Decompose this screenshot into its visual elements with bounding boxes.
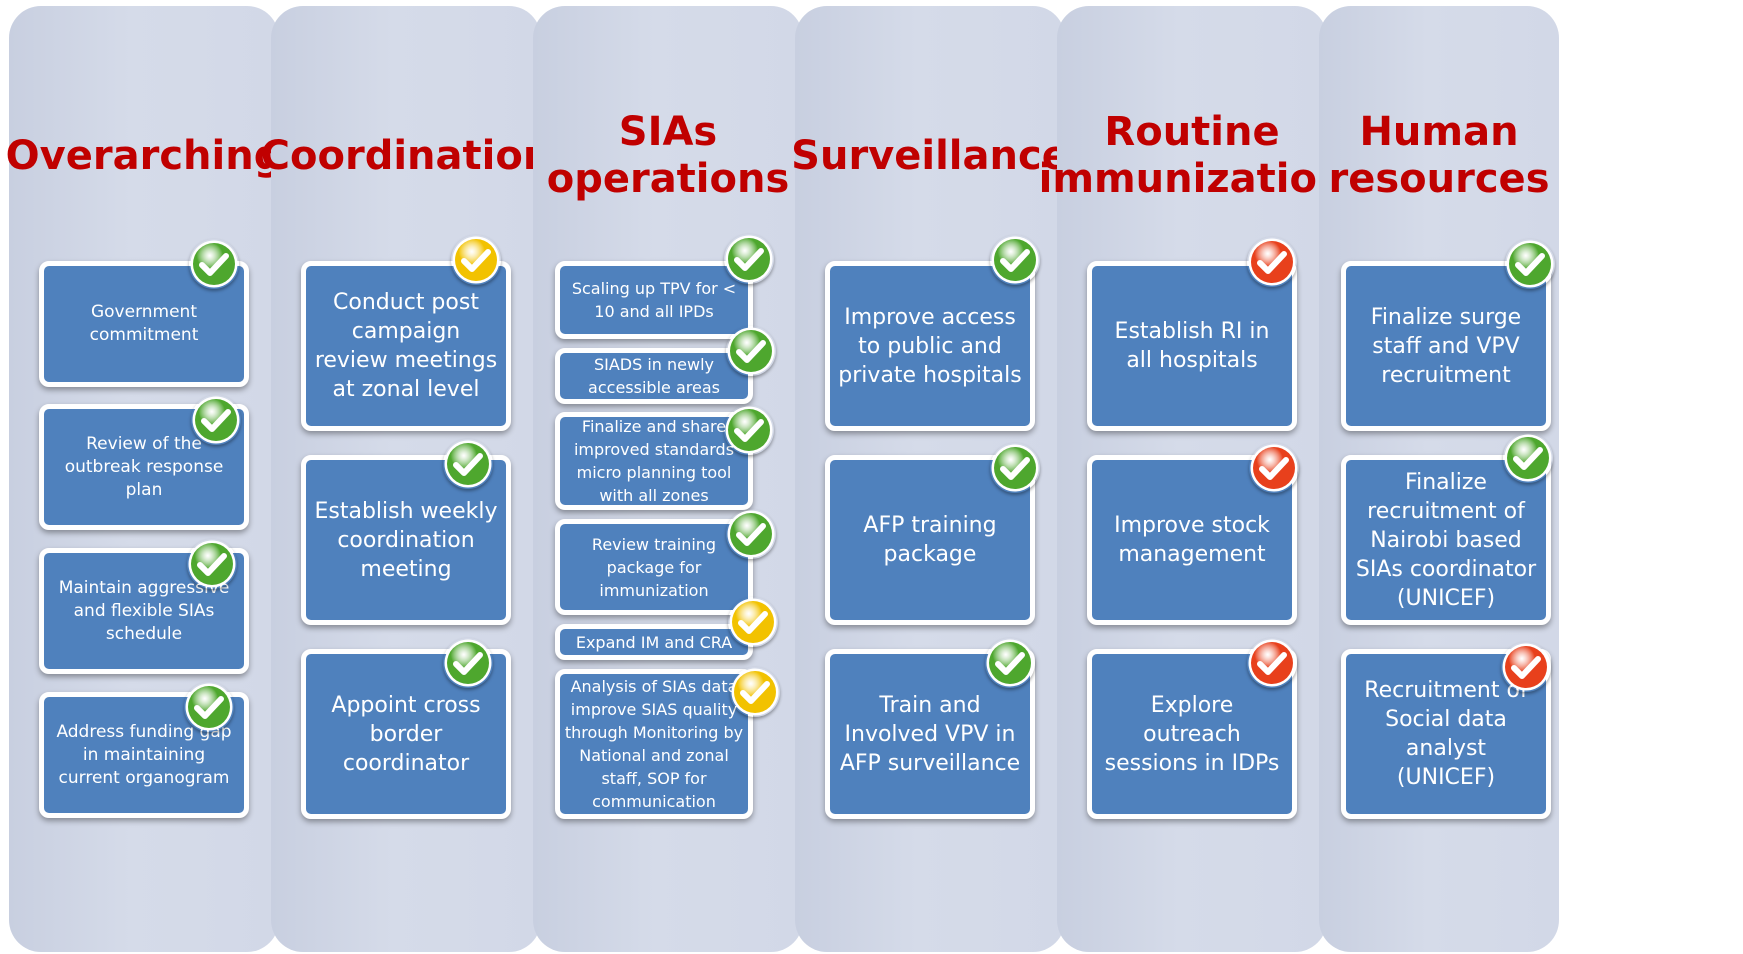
item-text: Review of the outbreak response plan bbox=[64, 433, 224, 500]
column-overarching: Overarching Government commitment Review… bbox=[5, 6, 283, 952]
item-text: Appoint cross border coordinator bbox=[331, 692, 481, 776]
check-icon bbox=[728, 597, 778, 647]
item-text: Establish weekly coordination meeting bbox=[314, 498, 498, 582]
item-text: Maintain aggressive and flexible SIAs sc… bbox=[58, 577, 230, 644]
check-icon bbox=[985, 638, 1035, 688]
check-icon bbox=[990, 235, 1040, 285]
item-card: Improve access to public and private hos… bbox=[825, 261, 1035, 431]
column-title: SIAs operations bbox=[546, 109, 790, 202]
item-text: Improve stock management bbox=[1114, 513, 1270, 567]
item-card: Conduct post campaign review meetings at… bbox=[301, 261, 511, 431]
item-card: Expand IM and CRA bbox=[555, 624, 753, 660]
check-icon bbox=[443, 439, 493, 489]
column-title: Routine immunization bbox=[1038, 109, 1346, 202]
check-icon bbox=[1503, 433, 1553, 483]
check-icon bbox=[724, 234, 774, 284]
column-title: Coordination bbox=[260, 132, 552, 179]
check-icon bbox=[1247, 237, 1297, 287]
check-icon bbox=[724, 405, 774, 455]
check-icon bbox=[990, 443, 1040, 493]
item-text: Conduct post campaign review meetings at… bbox=[314, 290, 498, 402]
item-text: Establish RI in all hospitals bbox=[1114, 319, 1270, 373]
item-text: Train and Involved VPV in AFP surveillan… bbox=[839, 692, 1021, 776]
check-icon bbox=[726, 326, 776, 376]
item-card: Maintain aggressive and flexible SIAs sc… bbox=[39, 548, 249, 674]
column-surveillance: Surveillance Improve access to public an… bbox=[791, 6, 1069, 952]
item-text: Government commitment bbox=[89, 302, 199, 345]
item-text: Analysis of SIAs data improve SIAS quali… bbox=[564, 677, 744, 811]
item-text: Address funding gap in maintaining curre… bbox=[56, 721, 232, 788]
item-card: Finalize and share improved standards mi… bbox=[555, 412, 753, 510]
check-icon bbox=[1247, 638, 1297, 688]
item-card: Establish RI in all hospitals bbox=[1087, 261, 1297, 431]
item-text: Review training package for immunization bbox=[591, 534, 717, 600]
item-card: Analysis of SIAs data improve SIAS quali… bbox=[555, 669, 753, 819]
column-sias-operations: SIAs operations Scaling up TPV for < 10 … bbox=[533, 6, 803, 952]
check-icon bbox=[1505, 239, 1555, 289]
column-title: Human resources bbox=[1328, 109, 1550, 202]
check-icon bbox=[451, 235, 501, 285]
check-icon bbox=[1501, 642, 1551, 692]
item-text: Scaling up TPV for < 10 and all IPDs bbox=[571, 279, 737, 321]
item-text: Finalize recruitment of Nairobi based SI… bbox=[1355, 469, 1537, 611]
item-card: Review training package for immunization bbox=[555, 519, 753, 615]
item-text: Improve access to public and private hos… bbox=[838, 304, 1022, 388]
item-card: Finalize surge staff and VPV recruitment bbox=[1341, 261, 1551, 431]
check-icon bbox=[443, 638, 493, 688]
item-card: SIADS in newly accessible areas bbox=[555, 348, 753, 404]
item-text: Finalize and share improved standards mi… bbox=[573, 417, 735, 505]
item-text: AFP training package bbox=[863, 513, 997, 567]
item-card: Finalize recruitment of Nairobi based SI… bbox=[1341, 455, 1551, 625]
column-routine-immunization: Routine immunization Establish RI in all… bbox=[1038, 6, 1346, 952]
check-icon bbox=[189, 239, 239, 289]
item-text: Recruitment of Social data analyst (UNIC… bbox=[1364, 678, 1528, 790]
column-title: Overarching bbox=[5, 132, 283, 179]
column-title: Surveillance bbox=[791, 132, 1069, 179]
item-card: Scaling up TPV for < 10 and all IPDs bbox=[555, 261, 753, 339]
check-icon bbox=[1249, 443, 1299, 493]
item-text: SIADS in newly accessible areas bbox=[588, 355, 720, 397]
check-icon bbox=[191, 395, 241, 445]
item-card: Address funding gap in maintaining curre… bbox=[39, 692, 249, 818]
column-coordination: Coordination Conduct post campaign revie… bbox=[260, 6, 552, 952]
item-text: Finalize surge staff and VPV recruitment bbox=[1370, 304, 1522, 388]
item-text: Explore outreach sessions in IDPs bbox=[1104, 692, 1280, 776]
item-text: Expand IM and CRA bbox=[575, 632, 733, 652]
check-icon bbox=[187, 539, 237, 589]
check-icon bbox=[184, 682, 234, 732]
check-icon bbox=[730, 667, 780, 717]
column-human-resources: Human resources Finalize surge staff and… bbox=[1319, 6, 1559, 952]
check-icon bbox=[726, 509, 776, 559]
